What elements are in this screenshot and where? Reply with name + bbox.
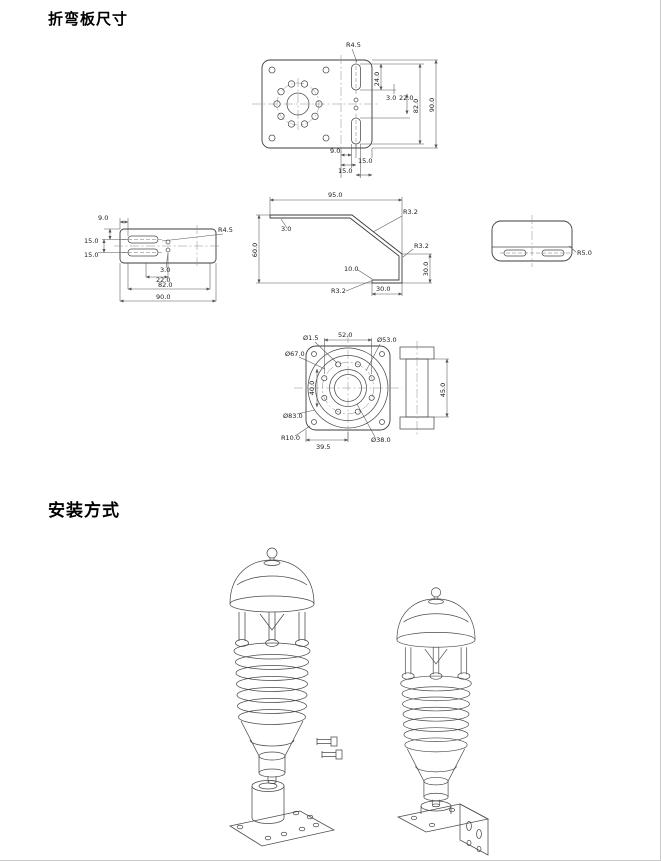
dim-flange-dia38: Ø38.0 [371, 436, 391, 444]
sensor-right-drawing [396, 587, 476, 808]
flange-view-drawing: Ø1.5 52.0 Ø53.0 Ø67.0 40.0 Ø83.0 R10.0 3… [281, 331, 449, 451]
dim-flange-r10: R10.0 [281, 434, 300, 442]
dim-profile-r32-bottom: R3.2 [331, 287, 346, 295]
dim-flat-22: 22.0 [156, 276, 170, 284]
dim-flange-dia15: Ø1.5 [303, 334, 318, 342]
dim-flange-45: 45.0 [439, 383, 447, 397]
front-view-drawing: R4.5 24.0 3.0 22.0 82.0 90.0 9.0 15.0 15… [252, 41, 438, 178]
dim-flat-15a: 15.0 [84, 237, 98, 245]
dim-front-82: 82.0 [412, 99, 420, 113]
dim-flange-dia67: Ø67.0 [285, 350, 305, 358]
profile-view-drawing: 95.0 3.0 R3.2 R3.2 R3.2 60.0 10.0 30.0 3… [251, 191, 432, 296]
dim-front-90: 90.0 [428, 98, 436, 112]
dim-flat-90: 90.0 [156, 293, 170, 301]
dim-flange-dia53: Ø53.0 [377, 336, 397, 344]
dim-profile-95: 95.0 [328, 191, 342, 199]
mount-base-drawing [229, 780, 336, 847]
dim-profile-60: 60.0 [251, 243, 259, 257]
dim-profile-3: 3.0 [281, 225, 291, 233]
dim-profile-r32-top: R3.2 [403, 208, 418, 216]
end-view-drawing: R5.0 [491, 215, 592, 267]
dim-end-r5: R5.0 [577, 249, 592, 257]
dim-front-3: 3.0 [386, 94, 396, 102]
dim-flange-40: 40.0 [308, 381, 316, 395]
dim-front-15a: 15.0 [358, 157, 372, 165]
flat-view-drawing: 9.0 15.0 15.0 3.0 22.0 82.0 90.0 R4.5 [84, 214, 233, 303]
dim-front-9: 9.0 [330, 147, 340, 155]
section-title-installation: 安装方式 [48, 501, 120, 520]
dim-profile-30-right: 30.0 [422, 262, 430, 276]
dim-profile-10: 10.0 [344, 265, 358, 273]
dim-flat-15b: 15.0 [84, 251, 98, 259]
dim-flange-39-5: 39.5 [316, 443, 330, 451]
dim-flat-9: 9.0 [98, 214, 108, 222]
dim-profile-30-bottom: 30.0 [376, 285, 390, 293]
dim-front-r-slot: R4.5 [346, 41, 361, 49]
sensor-left-drawing [229, 547, 315, 784]
dim-flat-r-slot: R4.5 [218, 226, 233, 234]
dim-flange-dia83: Ø83.0 [283, 412, 303, 420]
dim-flat-82: 82.0 [158, 281, 172, 289]
dim-flange-52: 52.0 [338, 331, 352, 339]
mounting-bracket-drawing [396, 800, 490, 856]
dim-front-22: 22.0 [399, 94, 413, 102]
section-title-bend-plate: 折弯板尺寸 [48, 11, 129, 28]
dim-front-15b: 15.0 [338, 167, 352, 175]
screws-icon [316, 736, 343, 760]
dim-flat-3: 3.0 [160, 266, 170, 274]
dim-profile-r32-mid: R3.2 [414, 242, 429, 250]
dim-front-24: 24.0 [373, 72, 381, 86]
